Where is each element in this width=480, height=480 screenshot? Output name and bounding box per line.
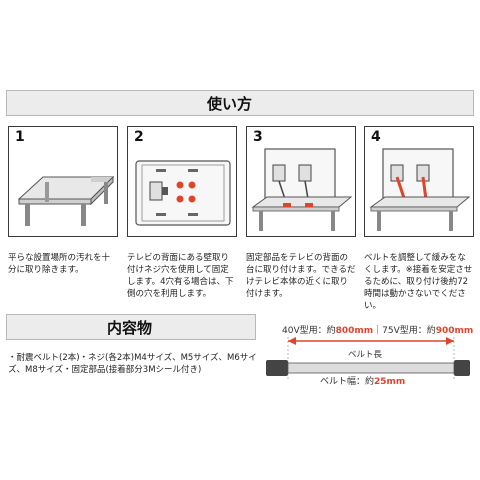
belt-adjust-illustration xyxy=(369,148,471,231)
belt-width-spec: ベルト幅：約25mm xyxy=(320,374,405,387)
step-2-panel: 2 xyxy=(127,126,237,237)
belt-width-value: 25mm xyxy=(374,377,406,387)
belt-width-prefix: ベルト幅：約 xyxy=(320,377,375,387)
table-illustration xyxy=(17,175,115,226)
step-2-description: テレビの背面にある壁取り付けネジ穴を使用して固定します。4穴有る場合は、下側の穴… xyxy=(127,253,234,299)
contents-list: ・耐震ベルト(2本)・ネジ(各2本)M4サイズ、M5サイズ、M6サイズ、M8サイ… xyxy=(8,353,257,375)
step-1-panel: 1 xyxy=(8,126,118,237)
step-1-number: 1 xyxy=(15,129,25,145)
belt-length-75: 900mm xyxy=(435,326,474,336)
step-4-panel: 4 xyxy=(364,126,474,237)
contents-title: 内容物 xyxy=(107,319,153,337)
step-4-description: ベルトを調整して緩みをなくします。※接着を安定させるために、取り付け後約72時間… xyxy=(364,253,473,311)
step-2-number: 2 xyxy=(134,129,144,145)
belt-length-40: 800mm xyxy=(335,326,374,336)
step-3-panel: 3 xyxy=(246,126,356,237)
step-3-number: 3 xyxy=(253,129,263,145)
belt-length-spec: 40V型用：約800mm｜75V型用：約900mm xyxy=(282,323,473,336)
step-3-description: 固定部品をテレビの背面の台に取り付けます。できるだけテレビ本体の近くに取り付けま… xyxy=(246,253,356,299)
step-1-description: 平らな設置場所の汚れを十分に取り除きます。 xyxy=(8,253,111,275)
belt-length-separator: ｜75V型用：約 xyxy=(373,326,436,336)
step-4-number: 4 xyxy=(371,129,381,145)
belt-length-label: ベルト長 xyxy=(348,350,383,360)
contents-section-banner: 内容物 xyxy=(6,314,256,340)
belt-length-prefix-40: 40V型用：約 xyxy=(282,326,336,336)
belt-illustration xyxy=(266,337,470,380)
bracket-mount-illustration xyxy=(251,148,353,231)
usage-title: 使い方 xyxy=(207,95,253,113)
usage-section-banner: 使い方 xyxy=(6,90,474,116)
tv-back-illustration xyxy=(135,160,231,226)
